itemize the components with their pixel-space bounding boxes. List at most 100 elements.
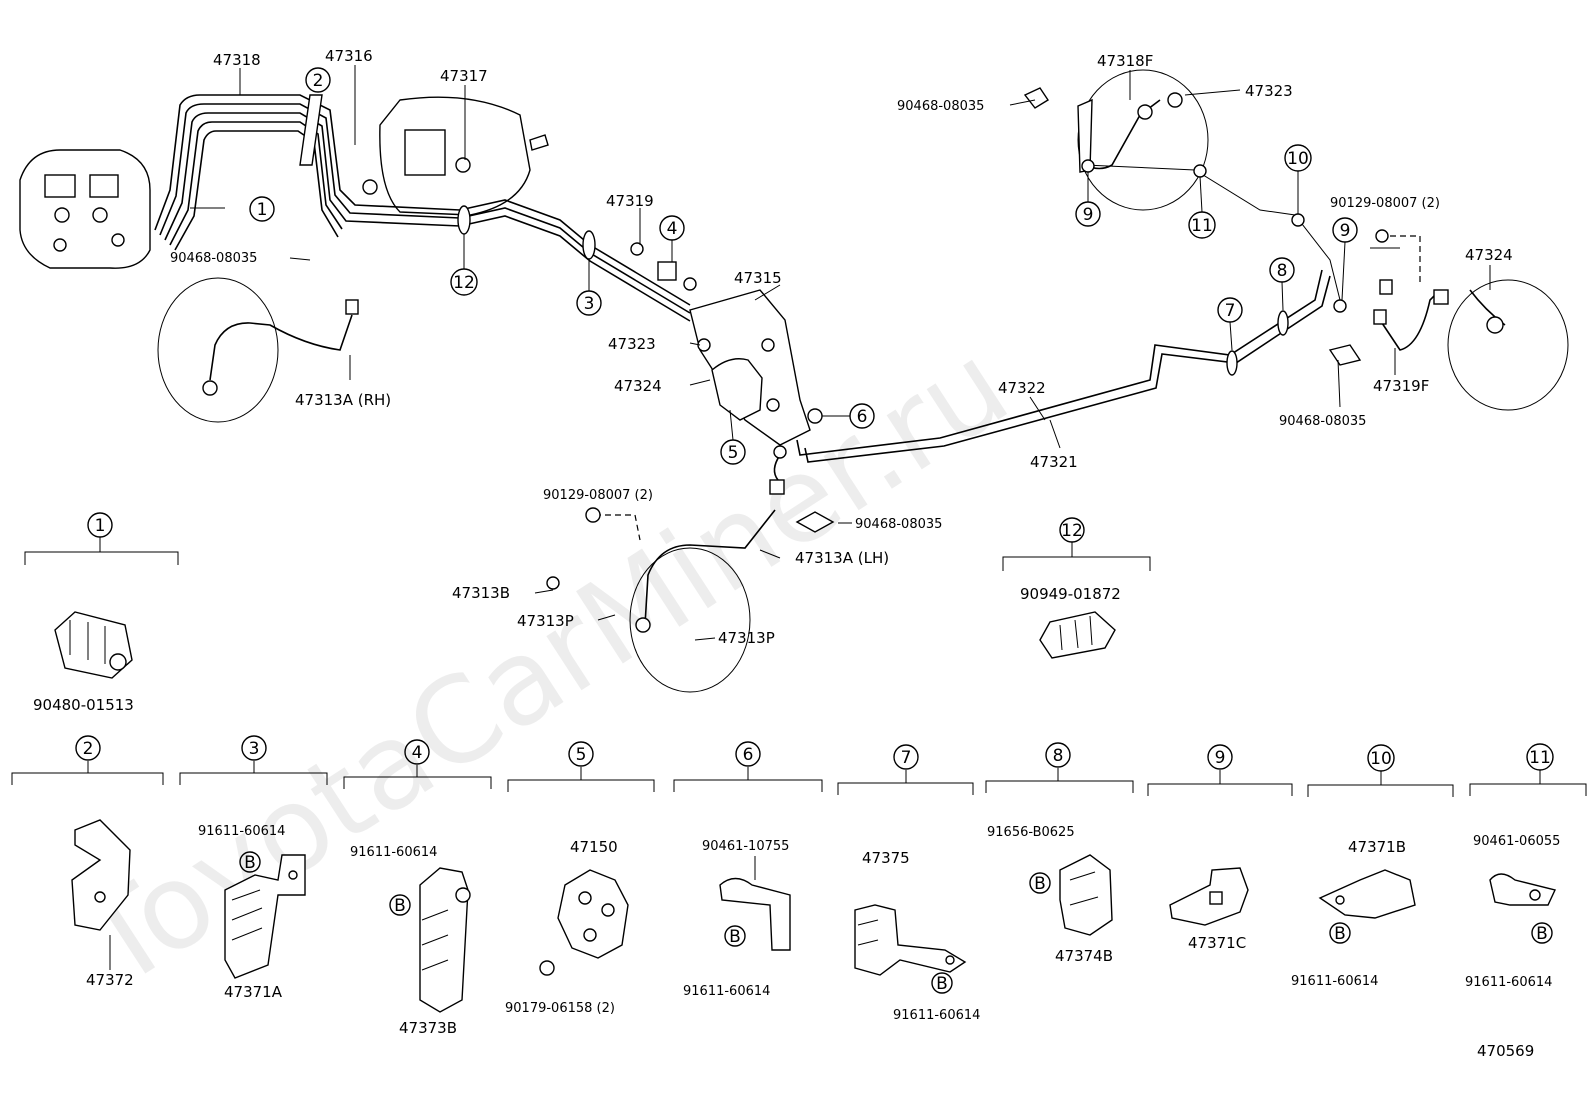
callout-2-upper: 2 [299, 67, 331, 166]
label-47318: 47318 [213, 51, 261, 69]
label-47313b: 47313B [452, 584, 510, 602]
callout-6-upper: 6 [807, 403, 875, 429]
label-47318f: 47318F [1097, 52, 1153, 70]
svg-text:7: 7 [901, 748, 912, 768]
svg-text:B: B [729, 927, 741, 947]
label-91611-60614-d11: 91611-60614 [1465, 975, 1552, 990]
label-47313a-lh: 47313A (LH) [795, 549, 889, 567]
svg-text:11: 11 [1529, 748, 1551, 768]
detail-6: 6 90461-10755 B 91611-60614 [683, 741, 791, 999]
detail-4: 4 91611-60614 B 47373B [350, 739, 471, 1037]
svg-text:5: 5 [728, 443, 739, 463]
label-91611-60614-d10: 91611-60614 [1291, 974, 1378, 989]
svg-text:12: 12 [1061, 521, 1083, 541]
label-47313p-b: 47313P [718, 629, 775, 647]
detail-1: 1 90480-01513 [24, 512, 179, 714]
abs-actuator-illustration [19, 149, 151, 269]
svg-text:2: 2 [313, 71, 324, 91]
svg-text:5: 5 [576, 745, 587, 765]
label-90949-01872: 90949-01872 [1020, 585, 1121, 603]
callout-10-upper: 10 [1284, 144, 1312, 227]
callout-1-upper: 1 [249, 196, 275, 222]
svg-text:3: 3 [249, 739, 260, 759]
detail-8: 8 91656-B0625 B 47374B [987, 742, 1113, 965]
label-47317: 47317 [440, 67, 488, 85]
svg-text:9: 9 [1340, 221, 1351, 241]
label-47321: 47321 [1030, 453, 1078, 471]
label-47150: 47150 [570, 838, 618, 856]
svg-text:8: 8 [1053, 746, 1064, 766]
svg-text:6: 6 [857, 407, 868, 427]
label-47323-a: 47323 [608, 335, 656, 353]
svg-text:B: B [394, 896, 406, 916]
label-47374b: 47374B [1055, 947, 1113, 965]
label-47319: 47319 [606, 192, 654, 210]
callout-4-upper: 4 [659, 215, 685, 262]
rh-brake-hose [157, 277, 359, 423]
master-cylinder-illustration [362, 96, 549, 216]
label-91656-b0625: 91656-B0625 [987, 825, 1075, 840]
callout-8-upper: 8 [1269, 257, 1295, 336]
svg-text:1: 1 [257, 200, 268, 220]
label-90461-06055: 90461-06055 [1473, 834, 1560, 849]
callout-3-upper: 3 [576, 230, 602, 316]
label-91611-60614-d7: 91611-60614 [893, 1008, 980, 1023]
svg-text:1: 1 [95, 516, 106, 536]
detail-5: 5 47150 90179-06158 (2) [505, 741, 629, 1016]
label-90461-10755: 90461-10755 [702, 839, 789, 854]
svg-text:8: 8 [1277, 261, 1288, 281]
label-90129-08007-b: 90129-08007 (2) [1330, 196, 1440, 211]
label-91611-60614-d4: 91611-60614 [350, 845, 437, 860]
label-47323-b: 47323 [1245, 82, 1293, 100]
svg-text:12: 12 [453, 273, 475, 293]
lh-brake-hose [546, 445, 835, 693]
label-90468-08035-c: 90468-08035 [897, 99, 984, 114]
detail-9: 9 47371C [1169, 744, 1249, 952]
svg-text:9: 9 [1215, 748, 1226, 768]
callout-11-upper: 11 [1188, 164, 1216, 239]
detail-3: 3 91611-60614 B 47371A [198, 735, 306, 1001]
brake-pipe-bundle [154, 94, 691, 322]
rear-rh-brake [1023, 69, 1341, 301]
svg-text:10: 10 [1287, 149, 1309, 169]
label-90468-08035-d: 90468-08035 [1279, 414, 1366, 429]
label-47371b: 47371B [1348, 838, 1406, 856]
detail-2: 2 47372 [71, 735, 134, 989]
callout-7-upper: 7 [1217, 297, 1243, 376]
svg-text:10: 10 [1370, 749, 1392, 769]
label-47322: 47322 [998, 379, 1046, 397]
detail-7: 7 47375 B 91611-60614 [854, 744, 980, 1023]
label-47313a-rh: 47313A (RH) [295, 391, 391, 409]
svg-text:B: B [244, 853, 256, 873]
label-90179-06158: 90179-06158 (2) [505, 1001, 615, 1016]
proportioning-valve [630, 242, 811, 446]
svg-text:B: B [1034, 874, 1046, 894]
leader-lines-upper [190, 65, 1491, 641]
svg-text:9: 9 [1083, 205, 1094, 225]
callout-12-upper: 12 [450, 205, 478, 296]
label-90468-08035-a: 90468-08035 [170, 251, 257, 266]
svg-text:4: 4 [667, 219, 678, 239]
label-47375: 47375 [862, 849, 910, 867]
callout-9-upper-b: 9 [1332, 217, 1358, 313]
svg-text:B: B [936, 974, 948, 994]
figure-number: 470569 [1477, 1042, 1534, 1060]
svg-text:B: B [1334, 924, 1346, 944]
detail-bracket-headers [11, 761, 1587, 797]
rear-lh-brake [1328, 229, 1569, 411]
label-47324-b: 47324 [1465, 246, 1513, 264]
label-47372: 47372 [86, 971, 134, 989]
label-47313p-a: 47313P [517, 612, 574, 630]
label-91611-60614-d3: 91611-60614 [198, 824, 285, 839]
callout-5-upper: 5 [720, 409, 746, 465]
rear-brake-pipes [796, 269, 1331, 463]
detail-11: 11 90461-06055 B 91611-60614 [1465, 743, 1560, 990]
label-47315: 47315 [734, 269, 782, 287]
label-90129-08007-a: 90129-08007 (2) [543, 488, 653, 503]
svg-text:3: 3 [584, 294, 595, 314]
label-90480-01513: 90480-01513 [33, 696, 134, 714]
svg-text:4: 4 [412, 743, 423, 763]
label-47324-a: 47324 [614, 377, 662, 395]
label-90468-08035-b: 90468-08035 [855, 517, 942, 532]
